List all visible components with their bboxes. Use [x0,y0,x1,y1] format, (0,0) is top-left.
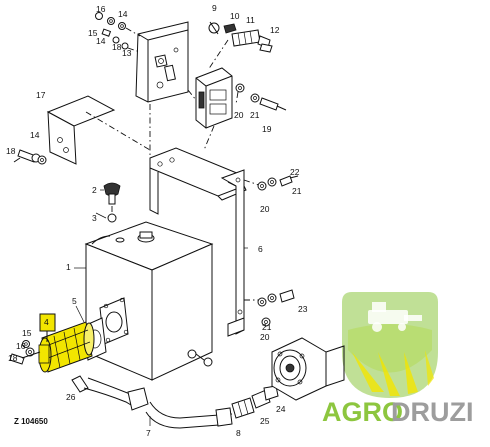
agrodruzi-logo: AGRO DRUZI [322,292,474,427]
callout-labels: 16 14 15 14 18 13 9 10 11 12 17 14 18 20… [6,3,308,438]
callout-13: 13 [122,48,132,58]
logo-text-druzi: DRUZI [391,397,474,427]
control-box [135,21,197,170]
strainer-bolt-hardware [9,340,41,365]
callout-21a: 21 [250,110,260,120]
filler-cap [103,182,121,223]
callout-26: 26 [66,392,76,402]
logo-text-agro: AGRO [322,397,403,427]
callout-20c: 20 [260,332,270,342]
callout-18c: 18 [8,353,18,363]
tank-support-frame [149,147,263,337]
top-left-hardware [95,12,141,53]
callout-11: 11 [246,15,255,25]
bracket-hardware-left [13,149,47,165]
leader-lines [74,189,248,426]
callout-14b: 14 [96,36,106,46]
callout-12: 12 [270,25,280,35]
suction-strainer-highlighted [38,313,95,373]
callout-5: 5 [72,296,77,306]
callout-2: 2 [92,185,97,195]
callout-3: 3 [92,213,97,223]
callout-9: 9 [212,3,217,13]
callout-6: 6 [258,244,263,254]
callout-4: 4 [44,317,49,327]
callout-20b: 20 [260,204,270,214]
switch-assembly [207,21,273,71]
callout-14a: 14 [118,9,128,19]
callout-10: 10 [230,11,240,21]
callout-15b: 15 [22,328,32,338]
callout-16a: 16 [96,4,106,14]
hydraulic-tank [84,221,214,381]
callout-18b: 18 [6,146,16,156]
callout-21c: 21 [262,322,272,332]
frame-hardware-lower [257,289,295,327]
callout-8: 8 [236,428,241,438]
callout-7: 7 [146,428,151,438]
relay-module [195,67,233,151]
bolt-19-assembly [235,83,287,111]
callout-15a: 15 [88,28,98,38]
callout-16b: 16 [16,341,26,351]
callout-17: 17 [36,90,46,100]
callout-19: 19 [262,124,272,134]
callout-23: 23 [298,304,308,314]
suction-hose [71,375,233,429]
mounting-bracket [46,95,151,165]
figure-reference-code: Z 104650 [14,417,48,426]
callout-20a: 20 [234,110,244,120]
callout-21b: 21 [292,186,302,196]
callout-22: 22 [290,167,300,177]
callout-18a: 18 [112,42,122,52]
callout-1: 1 [66,262,71,272]
combine-harvester-field-icon [342,292,438,398]
callout-25: 25 [260,416,270,426]
callout-24: 24 [276,404,286,414]
callout-14c: 14 [30,130,40,140]
tank-outlet-flange [99,297,129,345]
frame-hardware-upper [257,175,299,191]
hydraulic-pump [271,337,345,401]
